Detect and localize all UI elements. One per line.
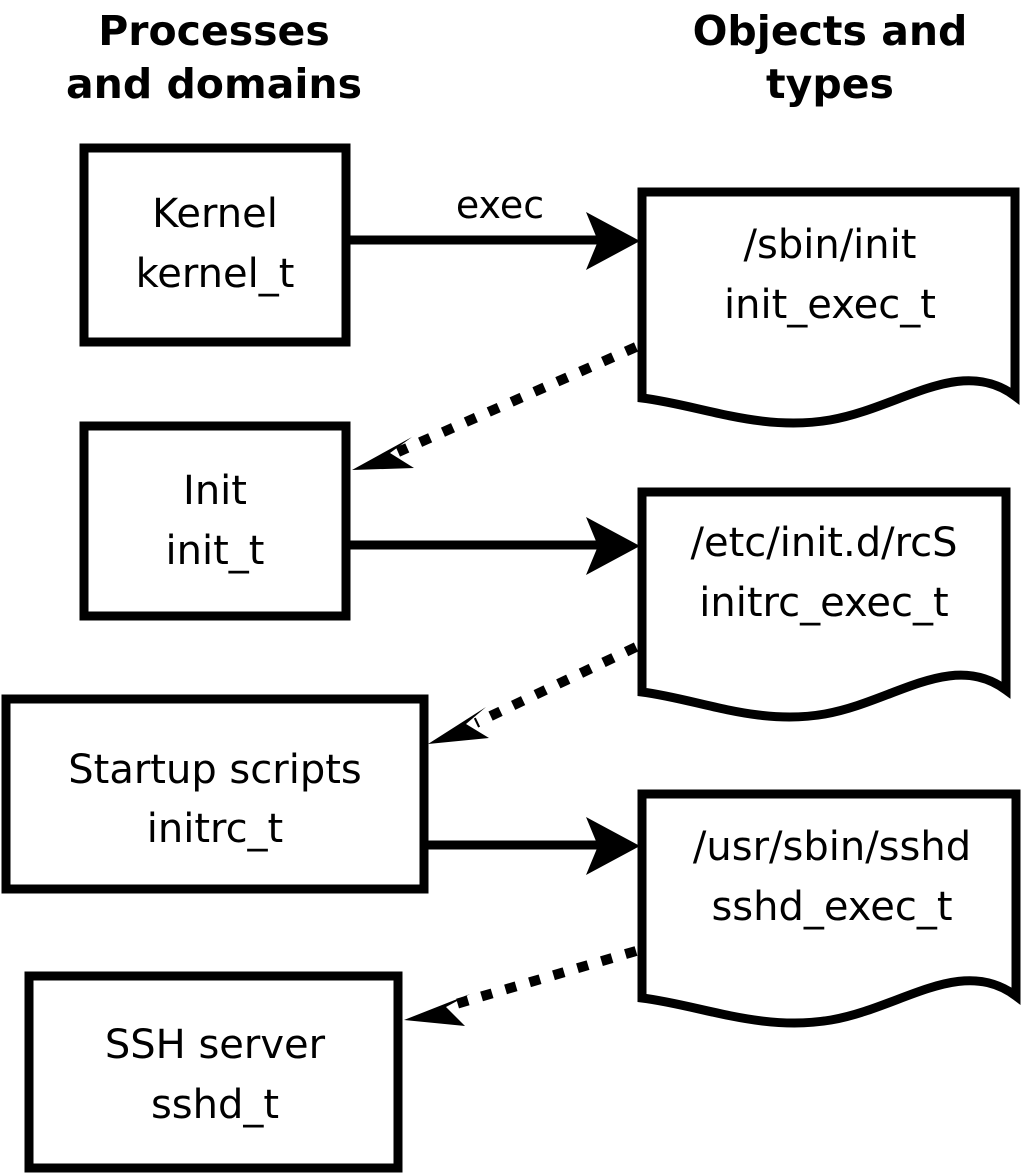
header-processes-line2: and domains [66, 60, 362, 108]
edge-line [395, 342, 639, 457]
node-shape [79, 421, 351, 621]
arrowhead-icon [586, 817, 640, 875]
node-type-label: init_exec_t [724, 282, 936, 328]
edge-sshd-exec-transition-sshd [404, 946, 638, 1026]
process-node-kernel[interactable]: Kernel kernel_t [79, 143, 351, 347]
arrowhead-icon [586, 212, 640, 270]
node-path-label: /sbin/init [744, 222, 917, 268]
arrowhead-icon [352, 437, 414, 470]
object-node-sshd-exec[interactable]: /usr/sbin/sshd sshd_exec_t [637, 789, 1021, 1028]
process-node-init[interactable]: Init init_t [79, 421, 351, 621]
object-node-init-exec[interactable]: /sbin/init init_exec_t [637, 187, 1020, 428]
node-shape-document [637, 487, 1011, 722]
node-path-label: /usr/sbin/sshd [693, 824, 971, 870]
arrowhead-icon [586, 517, 640, 575]
node-name-label: Startup scripts [68, 747, 361, 793]
edge-init-exec-initrc-exec [350, 517, 640, 575]
node-shape-document [637, 789, 1021, 1028]
edge-kernel-exec-init-exec: exec [350, 183, 640, 270]
node-type-label: sshd_t [151, 1082, 279, 1128]
edge-init-exec-transition-init [352, 342, 639, 470]
node-name-label: Init [183, 468, 247, 514]
column-header-left: Processes and domains [66, 7, 362, 108]
node-shape-document [637, 187, 1020, 428]
node-shape [24, 971, 403, 1173]
object-node-initrc-exec[interactable]: /etc/init.d/rcS initrc_exec_t [637, 487, 1011, 722]
node-shape [1, 694, 429, 894]
node-type-label: sshd_exec_t [711, 884, 952, 930]
edge-line [454, 946, 638, 1009]
edge-line [473, 642, 639, 728]
header-objects-line2: types [766, 60, 894, 108]
header-objects-line1: Objects and [693, 7, 968, 55]
edge-label-exec: exec [456, 183, 544, 227]
node-type-label: init_t [166, 528, 265, 574]
node-type-label: initrc_exec_t [699, 580, 948, 626]
node-shape [79, 143, 351, 347]
edge-initrc-exec-transition-initrc [428, 642, 639, 744]
node-type-label: kernel_t [136, 251, 295, 297]
process-node-ssh-server[interactable]: SSH server sshd_t [24, 971, 403, 1173]
column-header-right: Objects and types [693, 7, 968, 108]
edge-initrc-exec-sshd-exec [428, 817, 640, 875]
node-name-label: Kernel [152, 191, 278, 237]
node-type-label: initrc_t [147, 806, 284, 852]
header-processes-line1: Processes [98, 7, 330, 55]
process-node-startup-scripts[interactable]: Startup scripts initrc_t [1, 694, 429, 894]
node-path-label: /etc/init.d/rcS [690, 520, 957, 566]
arrowhead-icon [404, 994, 470, 1026]
arrowhead-icon [428, 707, 489, 744]
node-name-label: SSH server [105, 1022, 326, 1068]
